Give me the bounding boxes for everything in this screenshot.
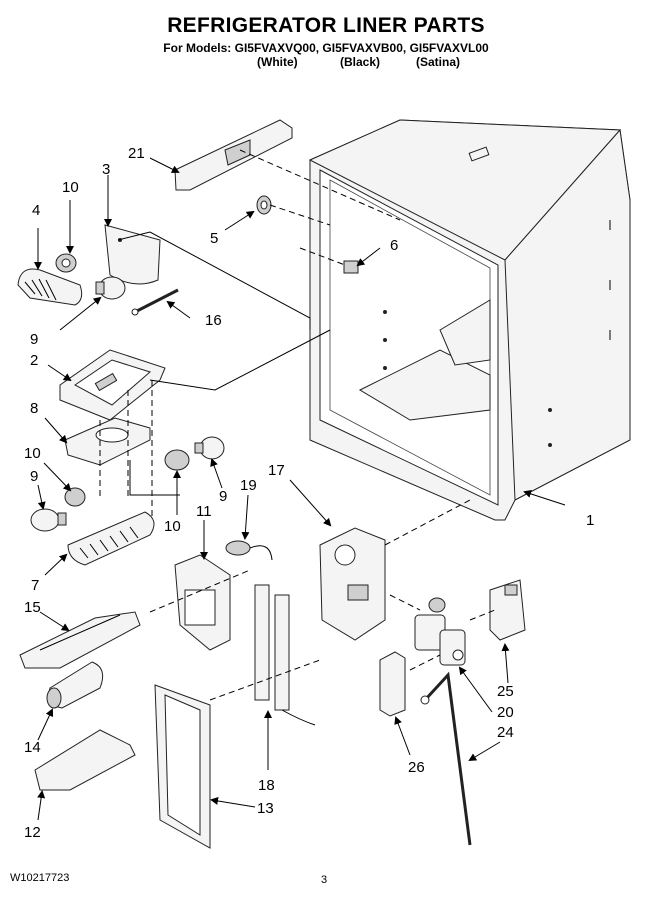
- callout-8: 8: [30, 400, 38, 417]
- refrigerator-liner: [308, 119, 631, 521]
- part-19-thermistor: [225, 540, 273, 561]
- callout-18: 18: [258, 777, 275, 794]
- page-number: 3: [321, 874, 328, 886]
- part-6-clip: [343, 260, 359, 274]
- part-24-water-tube: [420, 671, 472, 846]
- callout-25: 25: [497, 683, 514, 700]
- part-9-bulb-lower-left: [30, 508, 67, 532]
- part-15-filter-housing: [19, 611, 141, 669]
- variant-satina: (Satina): [416, 55, 461, 69]
- part-20-water-valve: [414, 597, 466, 666]
- callout-12: 12: [24, 824, 41, 841]
- connection-lines: [117, 231, 331, 496]
- model-list: For Models: GI5FVAXVQ00, GI5FVAXVB00, GI…: [163, 41, 489, 55]
- part-9-bulb-upper: [95, 276, 126, 300]
- callout-3: 3: [102, 161, 110, 178]
- callout-16: 16: [205, 312, 222, 329]
- part-21-bracket: [174, 119, 293, 191]
- callout-10-a: 10: [62, 179, 79, 196]
- part-17-dispenser-housing: [319, 527, 386, 641]
- callout-24: 24: [497, 724, 514, 741]
- part-25-valve-bracket: [489, 579, 526, 641]
- callout-14: 14: [24, 739, 41, 756]
- callout-10-b: 10: [24, 445, 41, 462]
- part-18-heater: [254, 584, 316, 726]
- assembly-dashed-lines: [99, 149, 496, 701]
- part-13-panel: [154, 684, 211, 849]
- callout-2: 2: [30, 352, 38, 369]
- part-10-socket-lower-left: [64, 487, 86, 507]
- callout-13: 13: [257, 800, 274, 817]
- callout-11: 11: [196, 503, 212, 520]
- callout-21: 21: [128, 145, 145, 162]
- part-26-bracket: [379, 651, 406, 717]
- callout-9-b: 9: [30, 468, 38, 485]
- part-12-filter-cover: [34, 729, 136, 791]
- callout-17: 17: [268, 462, 285, 479]
- part-16-pin: [131, 288, 179, 316]
- callout-7: 7: [31, 577, 39, 594]
- callout-15: 15: [24, 599, 41, 616]
- callout-10-c: 10: [164, 518, 181, 535]
- callout-9-c: 9: [219, 488, 227, 505]
- callout-numbers: 1 2 3 4 5 6 7 8 9 9 9 10 10 10 11 12 13 …: [24, 145, 594, 841]
- part-11-duct: [174, 554, 231, 651]
- page-title: REFRIGERATOR LINER PARTS: [167, 14, 485, 37]
- callout-4: 4: [32, 202, 40, 219]
- leader-lines: [34, 157, 566, 821]
- part-5-cap: [256, 195, 272, 215]
- callout-5: 5: [210, 230, 218, 247]
- part-14-water-filter: [46, 661, 104, 709]
- part-10-socket-lower-right: [164, 449, 190, 471]
- callout-26: 26: [408, 759, 425, 776]
- part-10-socket-upper: [55, 253, 77, 273]
- document-code: W10217723: [10, 872, 70, 884]
- part-8-lens: [64, 417, 151, 466]
- callout-1: 1: [586, 512, 594, 529]
- part-3-plate: [104, 224, 161, 285]
- part-2-light-housing: [59, 349, 166, 421]
- callout-20: 20: [497, 704, 514, 721]
- variant-white: (White): [257, 55, 298, 69]
- variant-black: (Black): [340, 55, 381, 69]
- callout-9-a: 9: [30, 331, 38, 348]
- callout-19: 19: [240, 477, 257, 494]
- part-9-bulb-lower-right: [194, 436, 225, 460]
- callout-6: 6: [390, 237, 398, 254]
- part-4-lamp-shield: [17, 268, 83, 306]
- part-7-lamp-shield: [67, 511, 155, 566]
